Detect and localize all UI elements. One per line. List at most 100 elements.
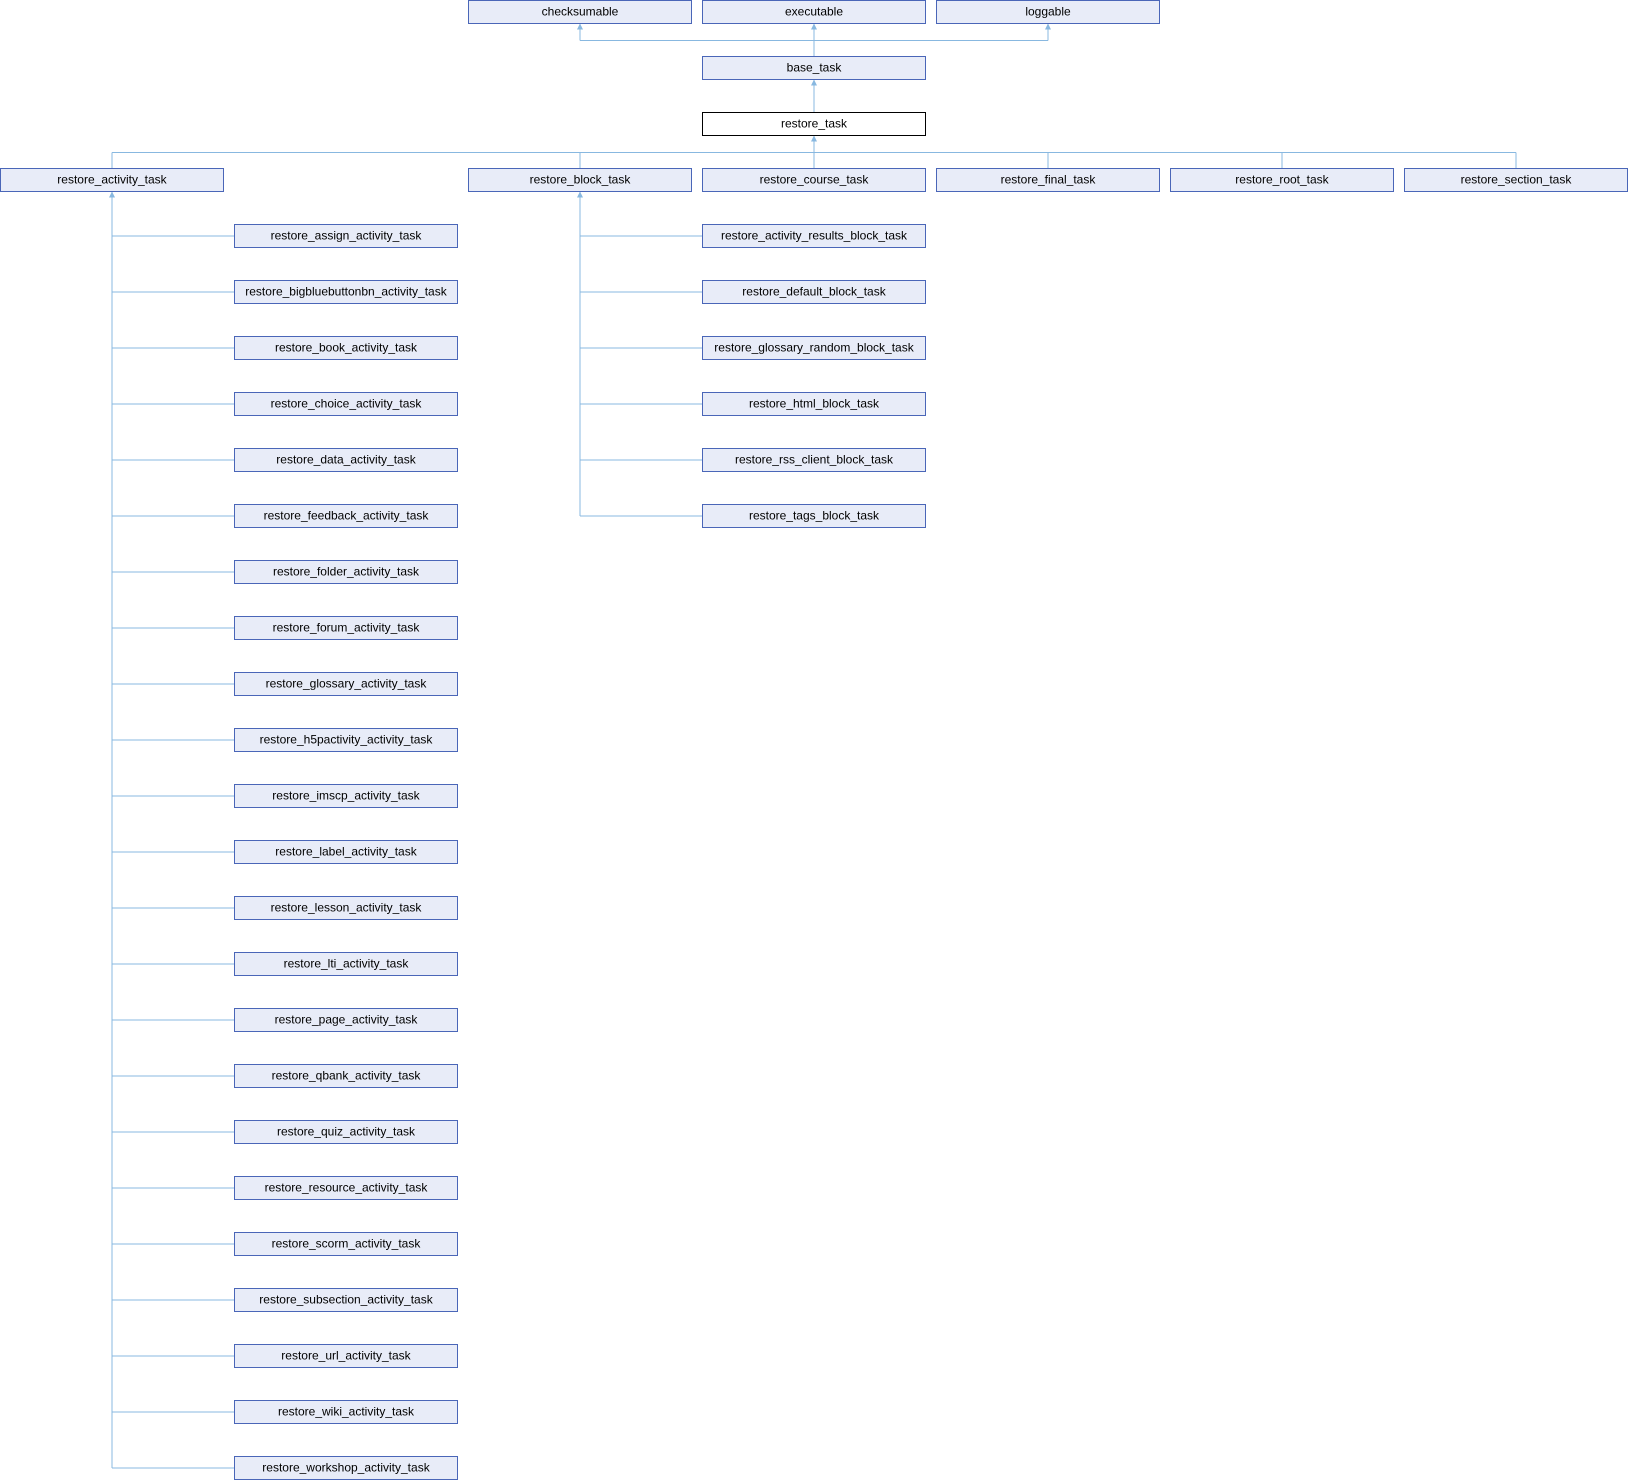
class-node-restore-default-block-task[interactable]: restore_default_block_task: [702, 280, 926, 304]
class-box: [234, 728, 458, 752]
class-node-restore-activity-results-block-task[interactable]: restore_activity_results_block_task: [702, 224, 926, 248]
class-node-restore-glossary-activity-task[interactable]: restore_glossary_activity_task: [234, 672, 458, 696]
class-box: [234, 1288, 458, 1312]
class-node-restore-glossary-random-block-task[interactable]: restore_glossary_random_block_task: [702, 336, 926, 360]
class-node-restore-activity-task[interactable]: restore_activity_task: [0, 168, 224, 192]
class-label: restore_folder_activity_task: [273, 565, 420, 579]
class-node-restore-block-task[interactable]: restore_block_task: [468, 168, 692, 192]
class-node-restore-folder-activity-task[interactable]: restore_folder_activity_task: [234, 560, 458, 584]
class-box: [702, 336, 926, 360]
class-node-base-task[interactable]: base_task: [702, 56, 926, 80]
class-node-restore-forum-activity-task[interactable]: restore_forum_activity_task: [234, 616, 458, 640]
class-node-restore-section-task[interactable]: restore_section_task: [1404, 168, 1628, 192]
class-node-restore-label-activity-task[interactable]: restore_label_activity_task: [234, 840, 458, 864]
class-label: restore_forum_activity_task: [273, 621, 421, 635]
class-label: restore_feedback_activity_task: [264, 509, 430, 523]
class-label: restore_scorm_activity_task: [272, 1237, 422, 1251]
class-label: restore_glossary_activity_task: [266, 677, 428, 691]
class-node-restore-page-activity-task[interactable]: restore_page_activity_task: [234, 1008, 458, 1032]
class-label: checksumable: [542, 5, 619, 19]
class-label: restore_subsection_activity_task: [259, 1293, 433, 1307]
class-node-restore-root-task[interactable]: restore_root_task: [1170, 168, 1394, 192]
class-node-restore-workshop-activity-task[interactable]: restore_workshop_activity_task: [234, 1456, 458, 1480]
class-label: restore_block_task: [530, 173, 632, 187]
arrowhead-icon: [811, 135, 817, 142]
class-node-restore-h5pactivity-activity-task[interactable]: restore_h5pactivity_activity_task: [234, 728, 458, 752]
edges-layer: [109, 23, 1517, 1469]
class-box: [702, 392, 926, 416]
class-label: restore_html_block_task: [749, 397, 880, 411]
class-node-restore-quiz-activity-task[interactable]: restore_quiz_activity_task: [234, 1120, 458, 1144]
arrowhead-icon: [811, 23, 817, 30]
class-node-restore-feedback-activity-task[interactable]: restore_feedback_activity_task: [234, 504, 458, 528]
class-node-restore-bigbluebuttonbn-activity-task[interactable]: restore_bigbluebuttonbn_activity_task: [234, 280, 458, 304]
class-box: [234, 784, 458, 808]
class-node-checksumable[interactable]: checksumable: [468, 0, 692, 24]
class-label: restore_default_block_task: [742, 285, 886, 299]
class-label: restore_page_activity_task: [275, 1013, 419, 1027]
class-node-restore-subsection-activity-task[interactable]: restore_subsection_activity_task: [234, 1288, 458, 1312]
class-box: [702, 448, 926, 472]
class-node-restore-qbank-activity-task[interactable]: restore_qbank_activity_task: [234, 1064, 458, 1088]
class-node-loggable[interactable]: loggable: [936, 0, 1160, 24]
class-box: [234, 504, 458, 528]
class-label: loggable: [1025, 5, 1071, 19]
class-node-restore-course-task[interactable]: restore_course_task: [702, 168, 926, 192]
class-box: [234, 280, 458, 304]
class-node-restore-html-block-task[interactable]: restore_html_block_task: [702, 392, 926, 416]
class-node-restore-book-activity-task[interactable]: restore_book_activity_task: [234, 336, 458, 360]
class-box: [234, 616, 458, 640]
class-box: [234, 896, 458, 920]
class-box: [234, 448, 458, 472]
class-node-executable[interactable]: executable: [702, 0, 926, 24]
class-node-restore-choice-activity-task[interactable]: restore_choice_activity_task: [234, 392, 458, 416]
class-node-restore-final-task[interactable]: restore_final_task: [936, 168, 1160, 192]
class-node-restore-tags-block-task[interactable]: restore_tags_block_task: [702, 504, 926, 528]
class-label: restore_course_task: [760, 173, 870, 187]
class-node-restore-lti-activity-task[interactable]: restore_lti_activity_task: [234, 952, 458, 976]
class-label: restore_bigbluebuttonbn_activity_task: [245, 285, 447, 299]
class-box: [702, 112, 926, 136]
class-node-restore-rss-client-block-task[interactable]: restore_rss_client_block_task: [702, 448, 926, 472]
class-node-restore-resource-activity-task[interactable]: restore_resource_activity_task: [234, 1176, 458, 1200]
class-label: restore_task: [781, 117, 848, 131]
class-box: [0, 168, 224, 192]
class-label: restore_rss_client_block_task: [735, 453, 894, 467]
class-box: [234, 672, 458, 696]
arrowhead-icon: [1045, 23, 1051, 30]
class-node-restore-imscp-activity-task[interactable]: restore_imscp_activity_task: [234, 784, 458, 808]
class-node-restore-task[interactable]: restore_task: [702, 112, 926, 136]
class-node-restore-scorm-activity-task[interactable]: restore_scorm_activity_task: [234, 1232, 458, 1256]
class-node-restore-url-activity-task[interactable]: restore_url_activity_task: [234, 1344, 458, 1368]
class-label: restore_data_activity_task: [276, 453, 416, 467]
class-label: restore_workshop_activity_task: [262, 1461, 430, 1475]
class-label: restore_book_activity_task: [275, 341, 418, 355]
class-label: restore_resource_activity_task: [265, 1181, 429, 1195]
class-label: restore_wiki_activity_task: [278, 1405, 415, 1419]
class-box: [1170, 168, 1394, 192]
class-node-restore-wiki-activity-task[interactable]: restore_wiki_activity_task: [234, 1400, 458, 1424]
arrowhead-icon: [577, 191, 583, 198]
class-label: restore_activity_results_block_task: [721, 229, 908, 243]
arrowhead-icon: [577, 23, 583, 30]
class-label: base_task: [787, 61, 843, 75]
class-label: restore_quiz_activity_task: [277, 1125, 416, 1139]
class-box: [468, 168, 692, 192]
class-node-restore-data-activity-task[interactable]: restore_data_activity_task: [234, 448, 458, 472]
class-box: [234, 840, 458, 864]
class-box: [234, 336, 458, 360]
class-box: [702, 504, 926, 528]
class-box: [234, 1400, 458, 1424]
class-node-restore-assign-activity-task[interactable]: restore_assign_activity_task: [234, 224, 458, 248]
class-label: restore_activity_task: [57, 173, 167, 187]
class-label: restore_h5pactivity_activity_task: [260, 733, 434, 747]
class-label: restore_label_activity_task: [275, 845, 417, 859]
class-box: [234, 952, 458, 976]
arrowhead-icon: [109, 191, 115, 198]
arrowhead-icon: [811, 79, 817, 86]
class-box: [234, 1344, 458, 1368]
class-node-restore-lesson-activity-task[interactable]: restore_lesson_activity_task: [234, 896, 458, 920]
class-box: [702, 168, 926, 192]
